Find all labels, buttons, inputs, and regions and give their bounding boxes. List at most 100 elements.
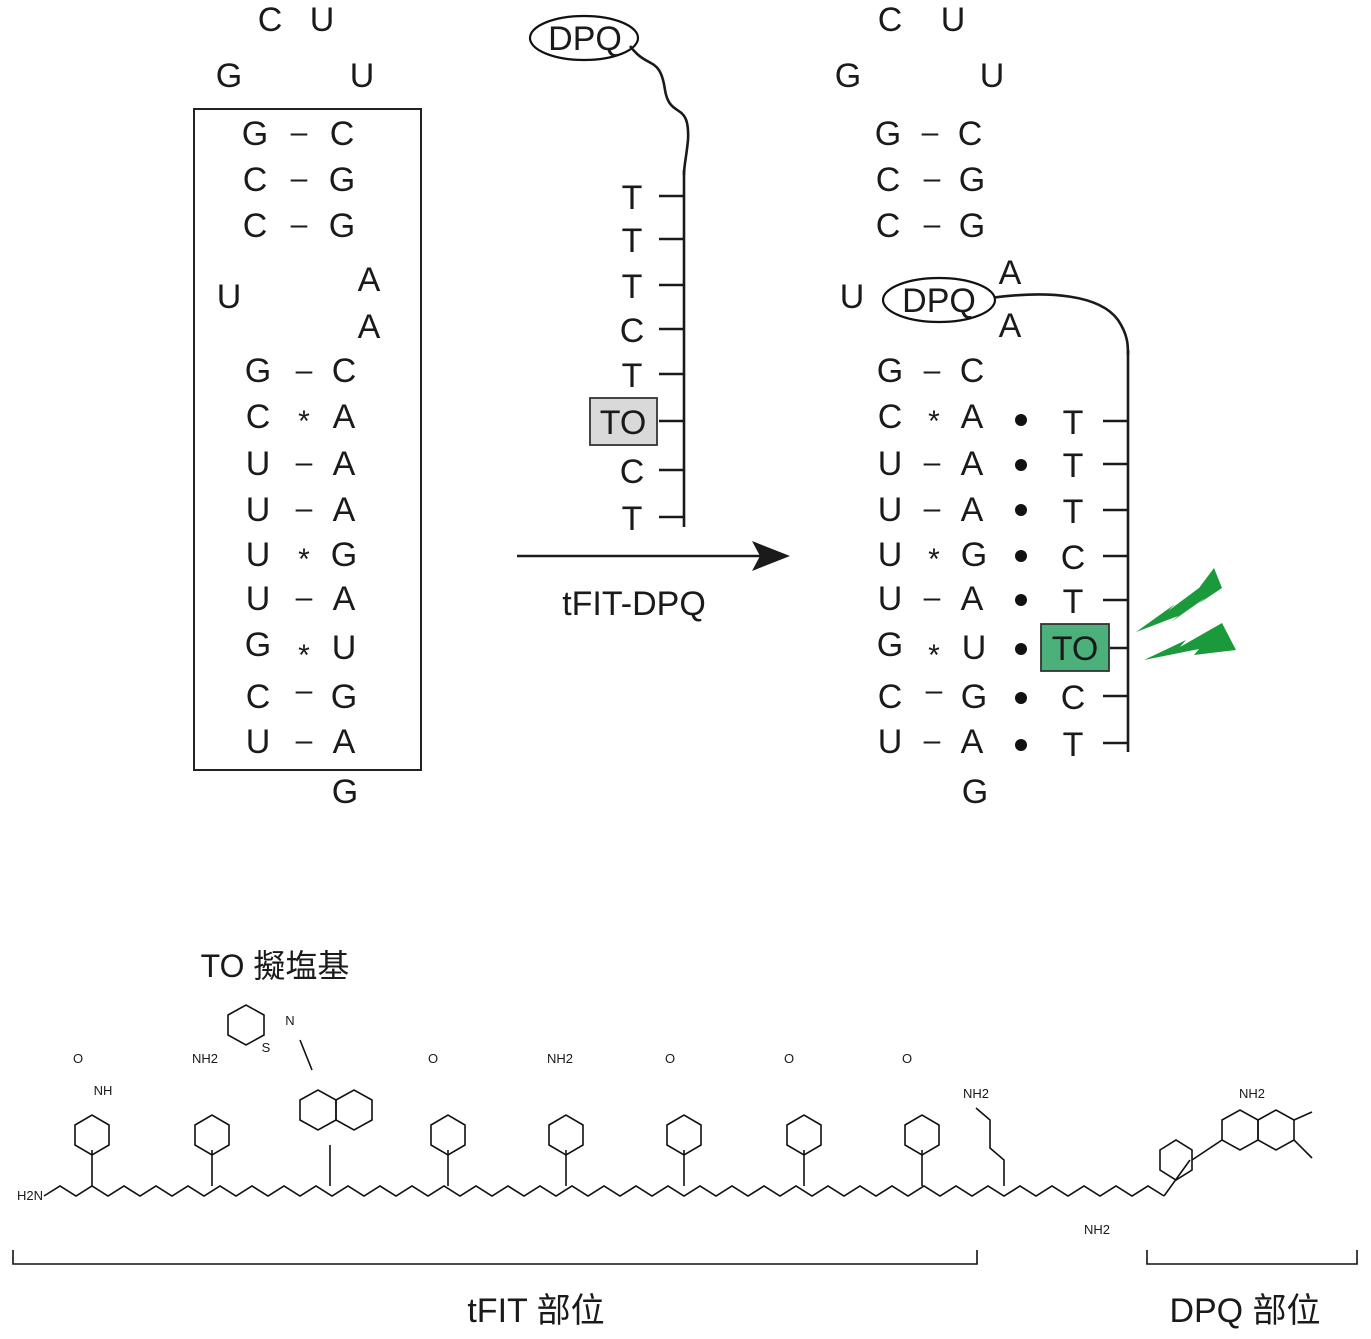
right-lower-3p-7: U bbox=[962, 629, 987, 667]
left-bulge-a-2: A bbox=[358, 308, 381, 346]
probe-to-box bbox=[589, 397, 658, 446]
chem-nh2-dpq: NH2 bbox=[1239, 1086, 1265, 1101]
right-upper-bond-2: – bbox=[924, 162, 941, 195]
right-bulge-a-1: A bbox=[999, 254, 1022, 292]
left-lower-3p-3: A bbox=[333, 445, 356, 483]
probe-base-1: T bbox=[622, 179, 643, 217]
right-lower-3p-3: A bbox=[961, 445, 984, 483]
probe-dpq-label: DPQ bbox=[548, 20, 622, 58]
left-lower-3p-9: A bbox=[333, 723, 356, 761]
probe-dpq-ellipse bbox=[528, 14, 640, 62]
left-loop-base-1: C bbox=[258, 1, 283, 39]
left-upper-3p-1: C bbox=[330, 115, 355, 153]
right-upper-3p-2: G bbox=[959, 161, 985, 199]
probe-base-8: T bbox=[622, 500, 643, 538]
backbone-chain bbox=[43, 1185, 1165, 1197]
probe-base-7: C bbox=[620, 453, 645, 491]
left-upper-5p-3: C bbox=[243, 207, 268, 245]
right-probe-base-7: C bbox=[1061, 679, 1086, 717]
left-upper-3p-2: G bbox=[329, 161, 355, 199]
reaction-arrow: tFIT-DPQ bbox=[517, 541, 790, 623]
chem-nh2-lys: NH2 bbox=[963, 1086, 989, 1101]
right-lower-5p-9: U bbox=[878, 723, 903, 761]
side-chains: O NH NH2 N S O NH2 O O bbox=[73, 1004, 1313, 1197]
tfit-bracket bbox=[12, 1250, 978, 1265]
chem-o-1: O bbox=[73, 1051, 83, 1066]
right-upper-5p-2: C bbox=[876, 161, 901, 199]
left-lower-sym-8: – bbox=[296, 674, 313, 707]
probe-base-2: T bbox=[622, 222, 643, 260]
left-lower-3p-4: A bbox=[333, 491, 356, 529]
left-upper-3p-3: G bbox=[329, 207, 355, 245]
left-hairpin: C U G U G – C C – G C – G U A A G – C C … bbox=[193, 1, 422, 811]
right-lower-3p-4: A bbox=[961, 491, 984, 529]
right-dpq-ellipse bbox=[881, 276, 997, 324]
right-probe-base-4: C bbox=[1061, 539, 1086, 577]
chem-o-5: O bbox=[902, 1051, 912, 1066]
right-complex: C U G U G – C C – G C – G U A A DPQ G – … bbox=[835, 1, 1236, 811]
left-lower-3p-1: C bbox=[332, 352, 357, 390]
probe-base-5: T bbox=[622, 357, 643, 395]
left-lower-sym-3: – bbox=[296, 446, 313, 479]
left-upper-5p-2: C bbox=[243, 161, 268, 199]
left-upper-5p-1: G bbox=[242, 115, 268, 153]
right-lower-3p-6: A bbox=[961, 580, 984, 618]
left-lower-sym-4: – bbox=[296, 492, 313, 525]
probe: DPQ T T T C T TO C T bbox=[528, 14, 690, 538]
emission-bolt-lower-icon bbox=[1144, 623, 1236, 660]
right-tail-g: G bbox=[962, 773, 988, 811]
right-lower-sym-8: – bbox=[926, 674, 943, 707]
to-pseudobase-title: TO 擬塩基 bbox=[201, 948, 350, 984]
right-upper-bond-3: – bbox=[924, 208, 941, 241]
right-lower-sym-3: – bbox=[924, 446, 941, 479]
left-lower-3p-6: A bbox=[333, 580, 356, 618]
chem-n-to: N bbox=[285, 1013, 294, 1028]
probe-linker bbox=[628, 45, 690, 176]
right-lower-3p-8: G bbox=[961, 678, 987, 716]
triplex-dots bbox=[1015, 414, 1027, 751]
arrow-head bbox=[752, 541, 790, 571]
emission-bolt-upper-icon bbox=[1136, 568, 1222, 632]
right-loop-base-2: U bbox=[941, 1, 966, 39]
region-brackets: tFIT 部位 DPQ 部位 bbox=[12, 1250, 1358, 1330]
right-lower-3p-9: A bbox=[961, 723, 984, 761]
tfit-label: tFIT 部位 bbox=[467, 1292, 604, 1330]
left-lower-3p-8: G bbox=[331, 678, 357, 716]
left-lower-sym-7: * bbox=[298, 639, 310, 672]
right-probe-base-5: T bbox=[1063, 583, 1084, 621]
right-lower-5p-8: C bbox=[878, 678, 903, 716]
right-lower-5p-2: C bbox=[878, 398, 903, 436]
chem-s-to: S bbox=[262, 1040, 271, 1055]
left-lower-3p-5: G bbox=[331, 536, 357, 574]
right-lower-sym-9: – bbox=[924, 724, 941, 757]
left-bulge-a-1: A bbox=[358, 261, 381, 299]
right-probe-linker bbox=[989, 293, 1130, 356]
right-lower-5p-1: G bbox=[877, 352, 903, 390]
left-lower-5p-3: U bbox=[246, 445, 271, 483]
probe-base-4: C bbox=[620, 312, 645, 350]
right-loop-base-3: G bbox=[835, 57, 861, 95]
right-lower-5p-5: U bbox=[878, 536, 903, 574]
left-upper-bond-3: – bbox=[291, 208, 308, 241]
left-lower-5p-2: C bbox=[246, 398, 271, 436]
right-lower-5p-4: U bbox=[878, 491, 903, 529]
left-lower-5p-8: C bbox=[246, 678, 271, 716]
chem-o-3: O bbox=[665, 1051, 675, 1066]
right-lower-sym-1: – bbox=[924, 354, 941, 387]
right-loop-base-4: U bbox=[980, 57, 1005, 95]
probe-base-ticks bbox=[659, 194, 684, 519]
right-probe-base-1: T bbox=[1063, 404, 1084, 442]
right-loop-base-1: C bbox=[878, 1, 903, 39]
right-dpq-label: DPQ bbox=[902, 282, 976, 320]
left-loop-base-3: G bbox=[216, 57, 242, 95]
chemical-structure: TO 擬塩基 H2N NH2 O NH NH2 N S O NH2 bbox=[17, 948, 1313, 1237]
left-upper-bond-2: – bbox=[291, 162, 308, 195]
right-lower-5p-6: U bbox=[878, 580, 903, 618]
left-lower-3p-2: A bbox=[333, 398, 356, 436]
chem-terminal-nh2: NH2 bbox=[1084, 1222, 1110, 1237]
left-lower-5p-5: U bbox=[246, 536, 271, 574]
right-lower-5p-3: U bbox=[878, 445, 903, 483]
right-bulge-u: U bbox=[840, 278, 865, 316]
left-tail-g: G bbox=[332, 773, 358, 811]
